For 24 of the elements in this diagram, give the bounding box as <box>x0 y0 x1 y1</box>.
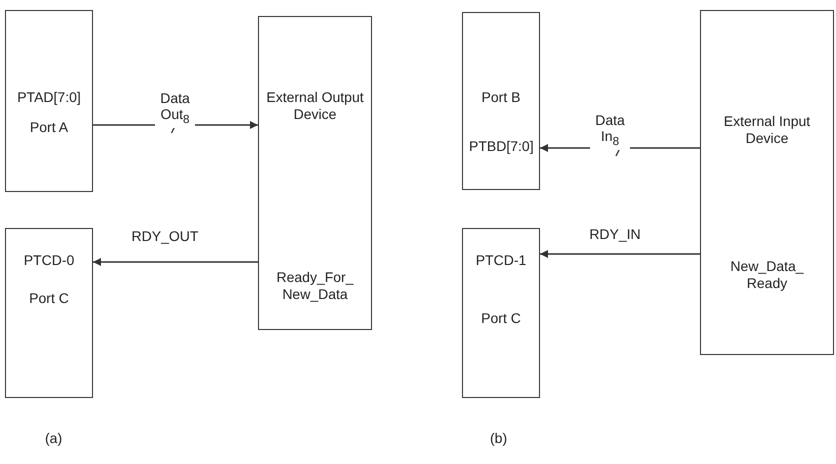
panel-label: (b) <box>490 430 508 446</box>
edge-label: Data In$_{8}$ <box>590 112 630 150</box>
block-title: PTCD-0 <box>22 252 76 269</box>
block-text: Port A <box>28 119 70 136</box>
block-title: External Input Device <box>722 113 812 147</box>
block-text: Port C <box>480 310 522 327</box>
block-box <box>462 12 540 190</box>
block-title: External Output Device <box>265 89 365 123</box>
block-box <box>462 228 540 398</box>
block-title: PTCD-1 <box>474 252 528 269</box>
block-title: PTAD[7:0] <box>16 89 82 106</box>
block-text: Port C <box>28 290 70 307</box>
block-text: PTBD[7:0] <box>468 138 535 155</box>
arrow <box>540 250 700 258</box>
block-title: Port B <box>480 89 522 106</box>
block-box <box>700 10 834 355</box>
edge-label: Data Out$_{8}$ <box>155 90 195 128</box>
block-box <box>5 228 93 398</box>
block-box <box>258 16 372 330</box>
panel-label: (a) <box>45 430 62 446</box>
block-text: New_Data_ Ready <box>729 258 805 292</box>
arrow <box>93 258 258 266</box>
block-text: Ready_For_ New_Data <box>275 269 355 303</box>
block-box <box>5 10 93 192</box>
